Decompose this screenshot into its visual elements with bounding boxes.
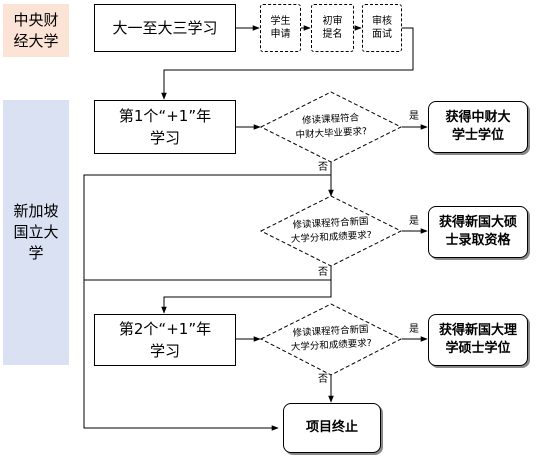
nus-region-label: 新加坡 国立大 学 (3, 100, 69, 365)
cufe-region-label: 中央财 经大学 (3, 4, 69, 57)
step-year1-study: 第1个“+1”年 学习 (94, 100, 236, 154)
yes-label-2: 是 (409, 216, 419, 227)
yes-label-1: 是 (409, 111, 419, 122)
no-label-3: 否 (318, 374, 328, 385)
result-program-terminated: 项目终止 (283, 403, 381, 453)
result-nus-master-admission: 获得新国大硕 士录取资格 (428, 206, 528, 258)
decision-2-shape (259, 195, 403, 267)
no-label-2: 否 (318, 267, 328, 278)
step-year2-study: 第2个“+1”年 学习 (94, 314, 236, 366)
result-cufe-bachelor: 获得中财大 学士学位 (428, 101, 528, 153)
step-initial-screening: 初审 提名 (311, 4, 354, 52)
step-interview: 审核 面试 (362, 4, 402, 52)
decision-3-shape (259, 303, 403, 376)
step-student-apply: 学生 申请 (260, 4, 301, 52)
decision-1-shape (259, 91, 403, 163)
no-label-1: 否 (318, 162, 328, 173)
step-undergrad-study: 大一至大三学习 (94, 4, 236, 52)
result-nus-master-degree: 获得新国大理 学硕士学位 (428, 314, 528, 366)
yes-label-3: 是 (409, 324, 419, 335)
